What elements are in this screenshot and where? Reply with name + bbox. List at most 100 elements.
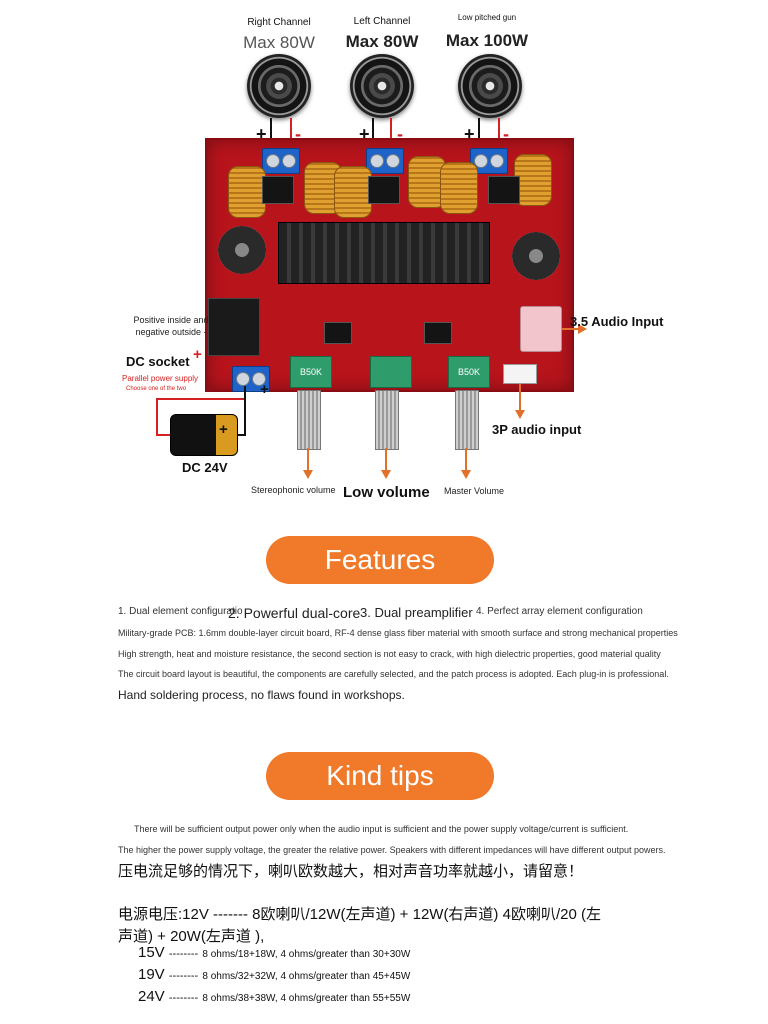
capacitor xyxy=(218,226,266,274)
wire-right-pos xyxy=(290,118,292,154)
wire-battery-pos xyxy=(156,398,246,400)
feature-item: 2. Powerful dual-core xyxy=(228,605,361,621)
speaker-terminal-right xyxy=(262,148,300,174)
tip-line: The higher the power supply voltage, the… xyxy=(118,845,666,855)
speaker-terminal-left xyxy=(366,148,404,174)
speaker-bass-icon xyxy=(458,54,522,118)
inductor-coil xyxy=(408,156,446,208)
wire-bass-pos xyxy=(498,118,500,154)
speaker-left-icon xyxy=(350,54,414,118)
voltage-dash: -------- xyxy=(168,970,199,982)
knob-label-low: Low volume xyxy=(343,484,430,501)
speaker-terminal-bass xyxy=(470,148,508,174)
terminal-plus-sign: + xyxy=(260,381,269,398)
minus-sign: - xyxy=(397,124,403,144)
arrow-down-icon xyxy=(381,470,391,479)
speaker-bass-title: Low pitched gun xyxy=(457,13,517,22)
capacitor xyxy=(512,232,560,280)
plus-sign: + xyxy=(256,124,267,144)
battery-plus-sign: + xyxy=(219,421,228,438)
power-terminal xyxy=(232,366,270,392)
feature-item: 4. Perfect array element configuration xyxy=(476,606,643,617)
feature-line: Military-grade PCB: 1.6mm double-layer c… xyxy=(118,628,678,638)
arrow-down-icon xyxy=(303,470,313,479)
knob-shaft-stereo[interactable] xyxy=(297,390,321,450)
pot-stereo: B50K xyxy=(290,356,332,388)
audio-input-35-label: 3.5 Audio Input xyxy=(570,314,664,329)
ic-chip xyxy=(262,176,294,204)
voltage-row: 19V -------- 8 ohms/32+32W, 4 ohms/great… xyxy=(138,966,410,983)
plus-sign: + xyxy=(359,124,370,144)
voltage-value: 19V xyxy=(138,966,165,983)
minus-sign: - xyxy=(295,124,301,144)
voltage-line: 电源电压:12V ------- 8欧喇叭/12W(左声道) + 12W(右声道… xyxy=(118,906,601,923)
battery-label: DC 24V xyxy=(182,460,228,475)
audio-input-3p-label: 3P audio input xyxy=(492,422,582,437)
knob-shaft-master[interactable] xyxy=(455,390,479,450)
speaker-left-power: Max 80W xyxy=(345,32,419,51)
feature-line: High strength, heat and moisture resista… xyxy=(118,649,661,659)
inductor-coil xyxy=(334,166,372,218)
feature-item: 3. Dual preamplifier xyxy=(360,605,473,620)
voltage-row: 24V -------- 8 ohms/38+38W, 4 ohms/great… xyxy=(138,988,410,1005)
voltage-line: 声道) + 20W(左声道 ), xyxy=(118,928,265,945)
ic-chip xyxy=(324,322,352,344)
tips-heading: Kind tips xyxy=(266,752,494,800)
dc-plus-sign: + xyxy=(193,346,202,363)
parallel-supply-note: Parallel power supply xyxy=(122,374,199,383)
wire-battery-neg xyxy=(236,434,246,436)
heatsink xyxy=(278,222,490,284)
3p-connector-icon xyxy=(503,364,537,384)
inductor-coil xyxy=(228,166,266,218)
knob-label-stereo: Stereophonic volume xyxy=(251,485,336,495)
arrow-line xyxy=(519,384,521,410)
voltage-spec: 8 ohms/18+18W, 4 ohms/greater than 30+30… xyxy=(202,949,411,960)
feature-line: Hand soldering process, no flaws found i… xyxy=(118,688,405,702)
voltage-dash: -------- xyxy=(168,948,199,960)
wire-battery-pos xyxy=(156,398,158,434)
voltage-spec: 8 ohms/38+38W, 4 ohms/greater than 55+55… xyxy=(202,993,411,1004)
arrow-line xyxy=(562,328,578,330)
speaker-right-icon xyxy=(247,54,311,118)
features-heading: Features xyxy=(266,536,494,584)
audio-jack-icon xyxy=(520,306,562,352)
voltage-spec: 8 ohms/32+32W, 4 ohms/greater than 45+45… xyxy=(202,971,411,982)
wire-battery-pos xyxy=(156,434,170,436)
speaker-left-title: Left Channel xyxy=(353,16,411,27)
speaker-bass-power: Max 100W xyxy=(445,31,529,50)
knob-label-master: Master Volume xyxy=(444,486,505,496)
choose-one-note: Choose one of the two xyxy=(126,386,187,392)
knob-shaft-low[interactable] xyxy=(375,390,399,450)
arrow-down-icon xyxy=(461,470,471,479)
arrow-line xyxy=(307,448,309,470)
arrow-right-icon xyxy=(578,324,587,334)
inductor-coil xyxy=(514,154,552,206)
voltage-value: 24V xyxy=(138,988,165,1005)
voltage-value: 15V xyxy=(138,944,165,961)
inductor-coil xyxy=(440,162,478,214)
pot-master: B50K xyxy=(448,356,490,388)
wire-left-pos xyxy=(390,118,392,154)
speaker-right-power: Max 80W xyxy=(243,33,315,52)
dc-polarity-note: Positive inside and negative outside - xyxy=(133,315,209,337)
speaker-right-title: Right Channel xyxy=(247,17,311,28)
battery-icon xyxy=(170,414,238,456)
dc-socket-icon xyxy=(208,298,260,356)
feature-line: The circuit board layout is beautiful, t… xyxy=(118,669,669,679)
wire-right-neg xyxy=(270,118,272,154)
arrow-line xyxy=(465,448,467,470)
minus-sign: - xyxy=(503,124,509,144)
wire-left-neg xyxy=(372,118,374,154)
pot-low xyxy=(370,356,412,388)
wire-bass-neg xyxy=(478,118,480,154)
wire-battery-neg xyxy=(244,386,246,434)
tip-cn-line: 压电流足够的情况下，喇叭欧数越大，相对声音功率就越小，请留意！ xyxy=(118,863,584,880)
dc-socket-label: DC socket xyxy=(126,354,190,369)
arrow-line xyxy=(385,448,387,470)
arrow-down-icon xyxy=(515,410,525,419)
plus-sign: + xyxy=(464,124,475,144)
ic-chip xyxy=(424,322,452,344)
ic-chip xyxy=(488,176,520,204)
feature-item: 1. Dual element configuratio xyxy=(118,606,243,617)
voltage-row: 15V -------- 8 ohms/18+18W, 4 ohms/great… xyxy=(138,944,410,961)
